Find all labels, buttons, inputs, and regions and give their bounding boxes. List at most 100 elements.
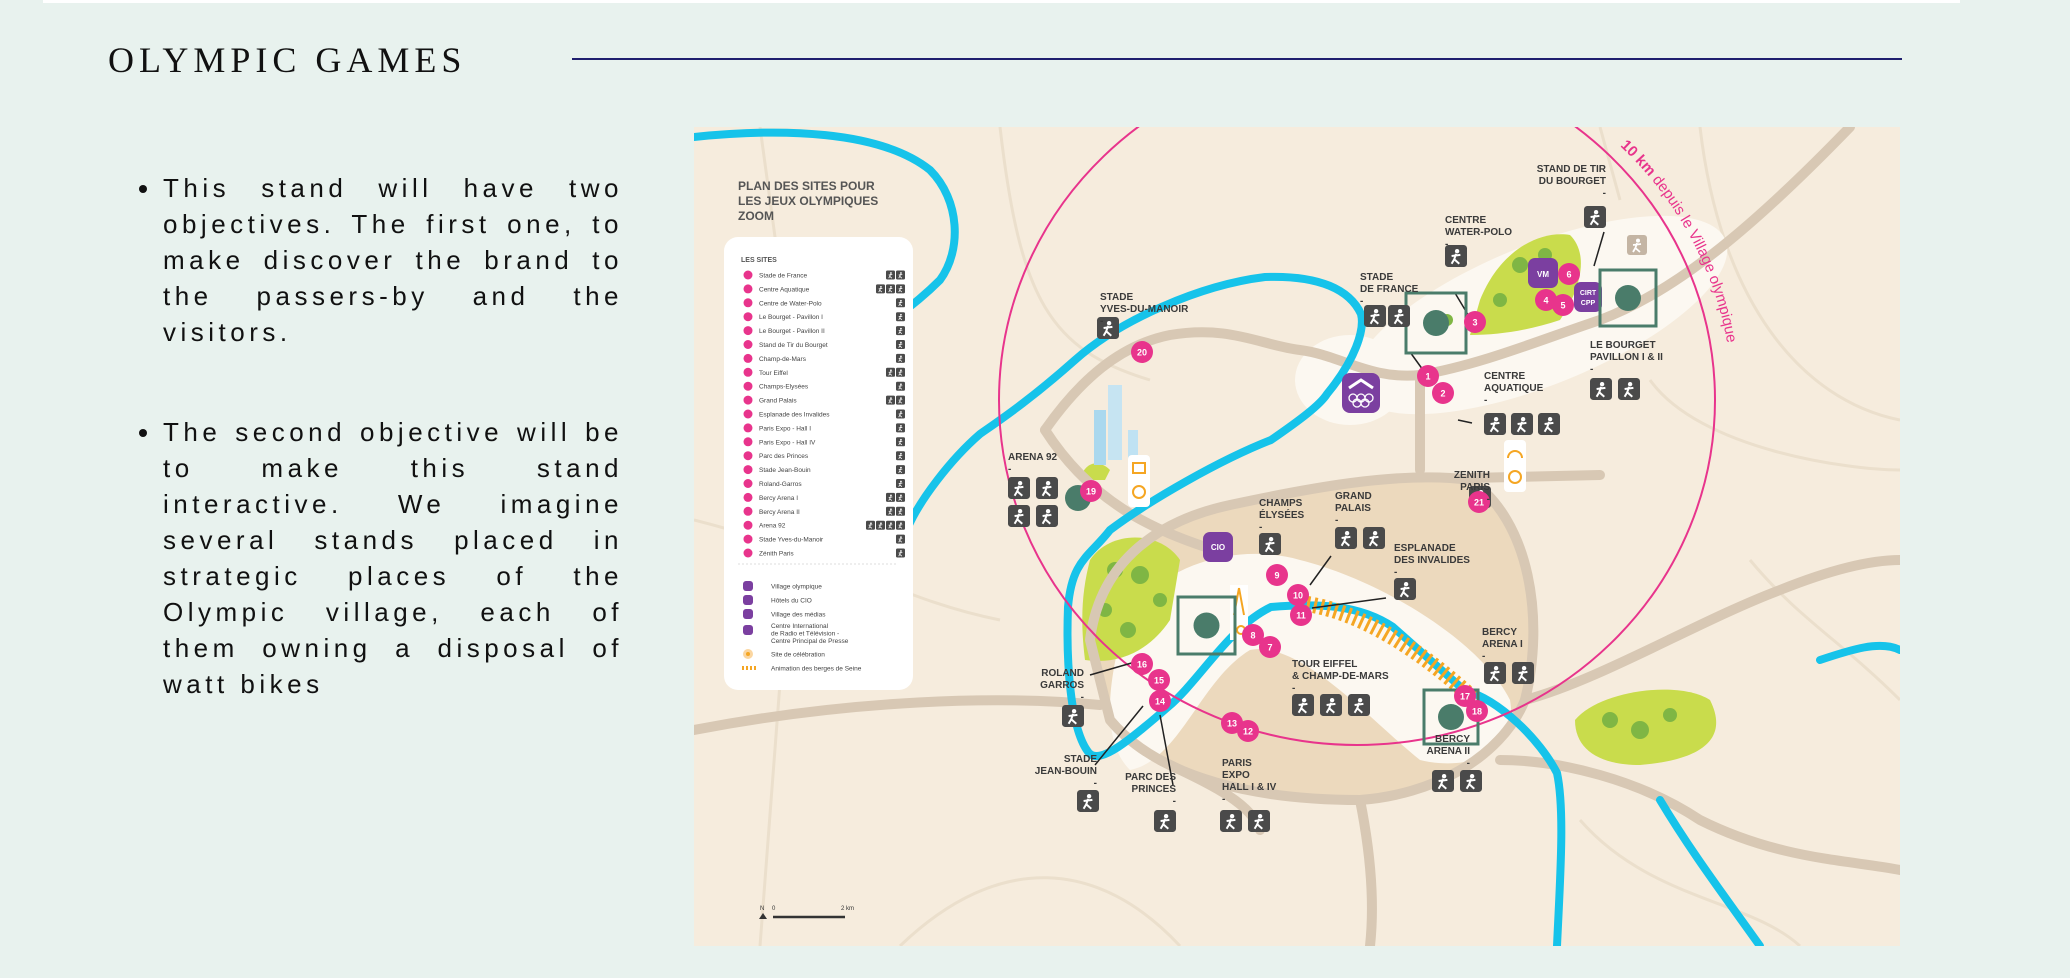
stand-locations — [1065, 268, 1658, 746]
site-marker-19[interactable]: 19 — [1080, 480, 1102, 502]
vm-badge-label: VM — [1537, 270, 1549, 279]
legend-badge-icon — [743, 609, 753, 619]
purple-badges: VM CIRT CPP CIO — [1203, 258, 1602, 562]
legend-site-row: Centre de Water-Polo — [743, 298, 905, 308]
sport-icon — [1335, 527, 1357, 549]
site-marker-15[interactable]: 15 — [1148, 669, 1170, 691]
site-marker-14[interactable]: 14 — [1149, 690, 1171, 712]
site-marker-circle — [1221, 712, 1243, 734]
sport-icon — [1248, 810, 1270, 832]
site-marker-1[interactable]: 1 — [1417, 365, 1439, 387]
sport-icon — [1627, 235, 1647, 255]
site-label-line: YVES-DU-MANOIR — [1100, 304, 1189, 315]
page-title: OLYMPIC GAMES — [108, 40, 467, 80]
legend-badge-icon — [743, 625, 753, 635]
sport-icon — [866, 520, 875, 530]
site-marker-circle — [1468, 491, 1490, 513]
map-title: PLAN DES SITES POUR LES JEUX OLYMPIQUES … — [738, 179, 878, 223]
site-marker-10[interactable]: 10 — [1287, 584, 1309, 606]
site-marker-4[interactable]: 4 — [1535, 289, 1557, 311]
sport-icon — [886, 367, 895, 377]
legend-site-dot — [743, 534, 753, 544]
site-label-line: - — [1603, 188, 1606, 199]
stand-location-marker[interactable] — [1176, 595, 1237, 656]
site-label-line: - — [1100, 316, 1103, 327]
site-marker-number: 8 — [1250, 631, 1255, 641]
site-marker-number: 4 — [1543, 296, 1548, 306]
site-label-line: STADE — [1100, 292, 1133, 303]
map-title-line: PLAN DES SITES POUR — [738, 179, 875, 193]
legend-site-dot — [743, 298, 753, 308]
sport-icon — [886, 395, 895, 405]
site-marker-number: 6 — [1566, 270, 1571, 280]
legend-badge-icon — [743, 595, 753, 605]
sport-icon — [1618, 378, 1640, 400]
legend-other-label: Village olympique — [771, 584, 822, 591]
stand-frame — [1176, 595, 1237, 656]
stand-frame — [1598, 268, 1658, 328]
sport-icon — [896, 326, 905, 336]
legend-other-row: Hôtels du CIO — [743, 595, 812, 605]
stand-location-marker[interactable] — [1598, 268, 1658, 328]
site-marker-3[interactable]: 3 — [1464, 311, 1486, 333]
site-marker-number: 15 — [1154, 676, 1164, 686]
site-label-line: - — [1259, 522, 1262, 533]
site-marker-2[interactable]: 2 — [1432, 382, 1454, 404]
site-label-line: HALL I & IV — [1222, 782, 1277, 793]
site-marker-21[interactable]: 21 — [1468, 491, 1490, 513]
site-label-line: PALAIS — [1335, 503, 1371, 514]
site-label-line: DU BOURGET — [1539, 176, 1606, 187]
legend-site-dot — [743, 465, 753, 475]
site-label-line: - — [1394, 567, 1397, 578]
site-marker-13[interactable]: 13 — [1221, 712, 1243, 734]
site-marker-7[interactable]: 7 — [1259, 636, 1281, 658]
site-label-line: STADE — [1360, 272, 1393, 283]
central-zone — [1110, 553, 1512, 770]
legend-site-row: Tour Eiffel — [743, 367, 905, 377]
site-marker-11[interactable]: 11 — [1290, 604, 1312, 626]
legend-site-name: Grand Palais — [759, 398, 797, 405]
legend-site-dot — [743, 353, 753, 363]
site-marker-circle — [1080, 480, 1102, 502]
sport-icon — [896, 548, 905, 558]
sport-icon — [1292, 694, 1314, 716]
legend-site-row: Roland-Garros — [743, 479, 905, 488]
sport-icon — [896, 367, 905, 377]
legend-site-dot — [743, 506, 753, 516]
legend-site-dot — [743, 284, 753, 294]
site-label-line: PRINCES — [1132, 784, 1177, 795]
sport-icon — [896, 506, 905, 516]
legend-site-name: Bercy Arena II — [759, 509, 800, 516]
site-marker-20[interactable]: 20 — [1131, 341, 1153, 363]
sport-icon — [896, 451, 905, 461]
arch-icon — [1132, 462, 1146, 474]
site-marker-18[interactable]: 18 — [1466, 700, 1488, 722]
site-marker-17[interactable]: 17 — [1454, 685, 1476, 707]
site-marker-8[interactable]: 8 — [1242, 624, 1264, 646]
stand-dot — [1615, 285, 1641, 311]
north-arrow-icon — [759, 913, 767, 919]
sport-icon — [896, 520, 905, 530]
legend-site-name: Paris Expo - Hall I — [759, 425, 811, 432]
sport-icon — [1154, 810, 1176, 832]
legend-site-dot — [743, 312, 753, 322]
cio-label: CIO — [1211, 543, 1225, 552]
objective-item: This stand will have two objectives. The… — [137, 170, 623, 350]
site-label-line: GRAND — [1335, 491, 1372, 502]
site-label-line: ARENA I — [1482, 639, 1523, 650]
site-marker-6[interactable]: 6 — [1558, 263, 1580, 285]
legend-site-row: Bercy Arena II — [743, 506, 905, 516]
ten-km-ring — [998, 127, 1716, 746]
legend-site-dot — [743, 520, 753, 530]
site-label-line: - — [1487, 494, 1490, 505]
site-marker-5[interactable]: 5 — [1552, 294, 1574, 316]
scale-zero: 0 — [772, 906, 776, 912]
sport-icon — [1348, 694, 1370, 716]
site-marker-16[interactable]: 16 — [1131, 653, 1153, 675]
site-marker-9[interactable]: 9 — [1266, 564, 1288, 586]
